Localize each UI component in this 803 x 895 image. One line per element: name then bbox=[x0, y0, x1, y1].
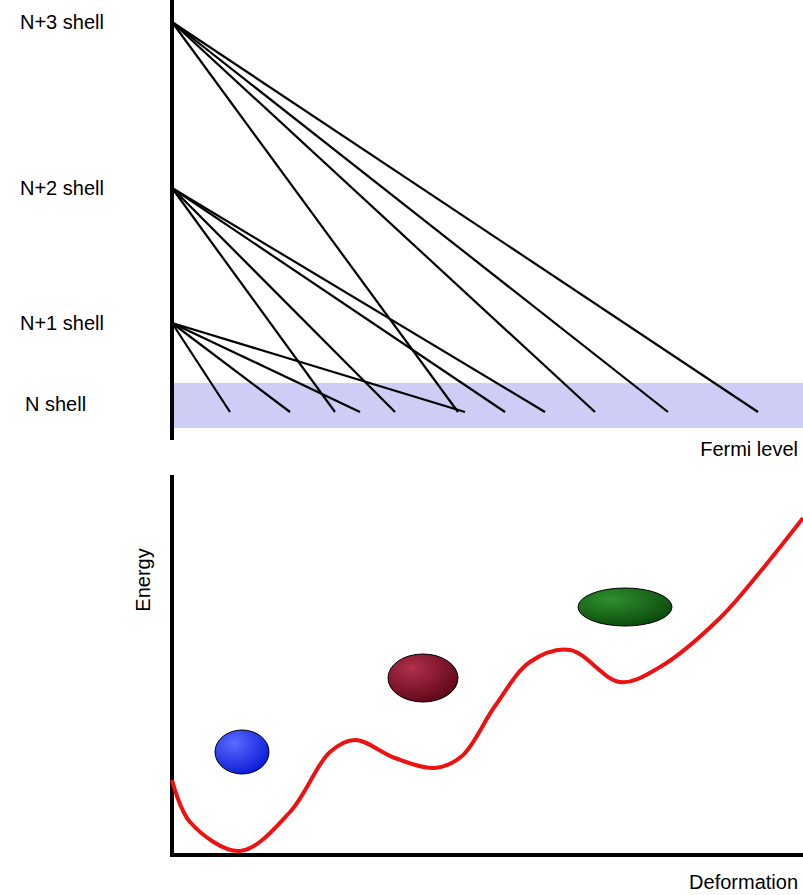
level-line bbox=[172, 188, 505, 412]
shell-label: N shell bbox=[25, 392, 86, 416]
fermi-label: Fermi level bbox=[700, 437, 798, 461]
level-line bbox=[172, 188, 545, 412]
level-line bbox=[172, 188, 395, 412]
energy-axis bbox=[170, 475, 174, 857]
energy-axis bbox=[170, 0, 174, 440]
axis-label: Deformation bbox=[689, 870, 798, 894]
deformation-axis bbox=[170, 853, 803, 857]
fermi-band bbox=[172, 383, 803, 428]
energy-curve bbox=[172, 518, 803, 851]
level-line bbox=[172, 22, 668, 412]
level-line bbox=[172, 22, 595, 412]
shell-label: N+3 shell bbox=[20, 10, 104, 34]
deformed-shape bbox=[388, 654, 458, 702]
shell-label: N+1 shell bbox=[20, 311, 104, 335]
level-line bbox=[172, 188, 335, 412]
level-line bbox=[172, 323, 465, 412]
shell-label: N+2 shell bbox=[20, 176, 104, 200]
superdeformed-shape bbox=[578, 588, 672, 626]
level-line bbox=[172, 22, 758, 412]
level-line bbox=[172, 323, 360, 412]
axis-label: Energy bbox=[131, 548, 155, 611]
level-line bbox=[172, 323, 290, 412]
spherical-shape bbox=[215, 730, 269, 774]
level-lines bbox=[172, 22, 758, 412]
